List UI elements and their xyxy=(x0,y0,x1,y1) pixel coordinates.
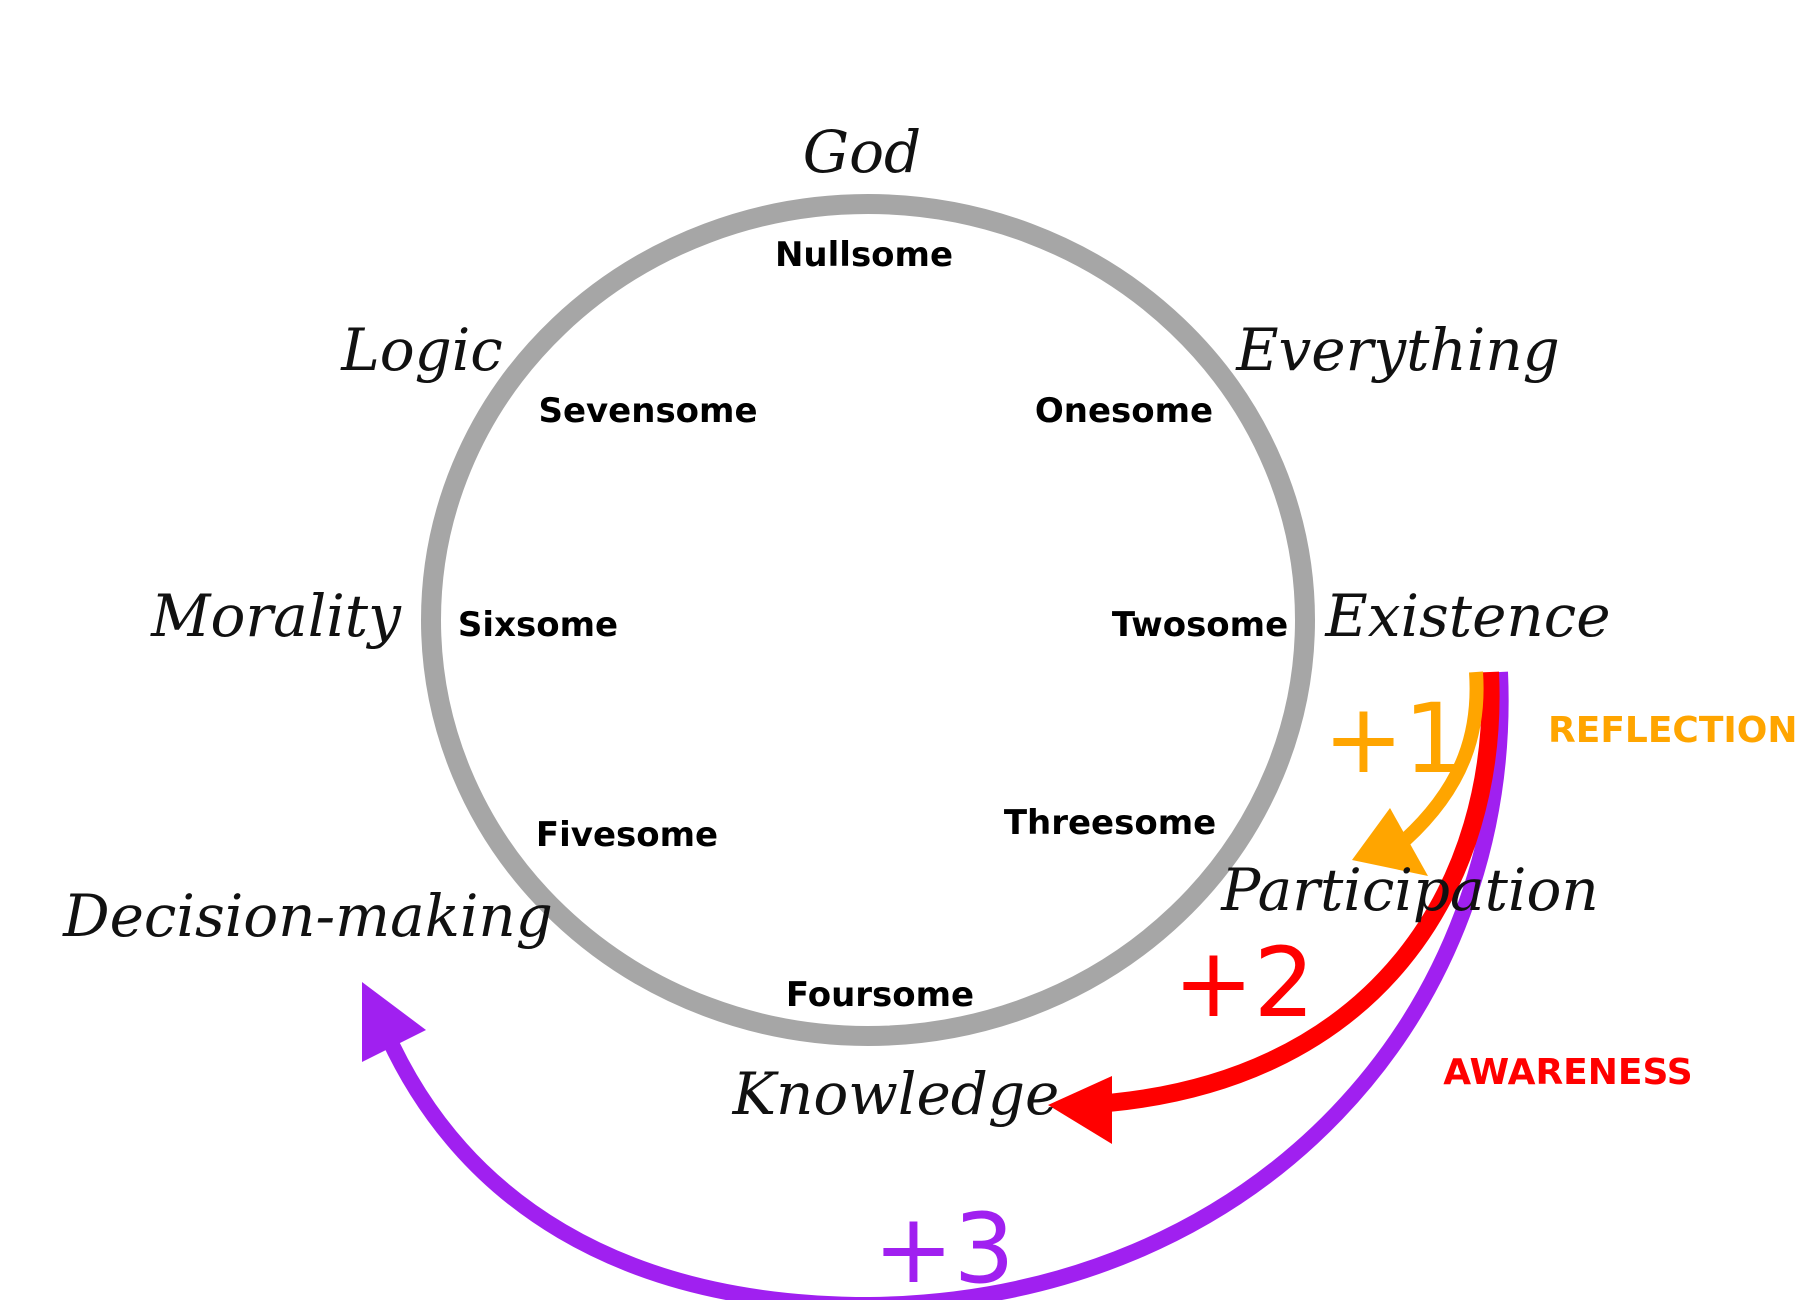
label-participation: Participation xyxy=(1220,856,1598,924)
plus3-arrow-shaft xyxy=(377,671,1509,1300)
label-onesome: Onesome xyxy=(1035,391,1213,431)
label-sixsome: Sixsome xyxy=(458,605,618,645)
label-threesome: Threesome xyxy=(1004,803,1216,843)
plus2-arrow-shaft xyxy=(1079,671,1500,1114)
reflection-label: REFLECTION xyxy=(1548,710,1798,751)
plus1-label: +1 xyxy=(1323,683,1465,795)
label-nullsome: Nullsome xyxy=(775,235,953,275)
label-everything: Everything xyxy=(1235,316,1560,384)
cycle-ring xyxy=(421,194,1315,1046)
label-foursome: Foursome xyxy=(786,975,974,1015)
plus1-arrow-head xyxy=(1352,808,1428,876)
plus1-arrow-shaft xyxy=(1400,671,1484,846)
label-fivesome: Fivesome xyxy=(536,815,718,855)
plus2-arrow-head xyxy=(1048,1076,1112,1144)
plus3-label: +3 xyxy=(873,1193,1015,1300)
label-god: God xyxy=(803,118,921,186)
label-logic: Logic xyxy=(340,316,503,384)
label-knowledge: Knowledge xyxy=(732,1060,1060,1128)
awareness-label: AWARENESS xyxy=(1443,1052,1692,1093)
plus3-arrow-head xyxy=(362,982,426,1062)
label-sevensome: Sevensome xyxy=(538,391,757,431)
label-decision-making: Decision-making xyxy=(62,882,553,950)
label-existence: Existence xyxy=(1324,582,1610,650)
label-twosome: Twosome xyxy=(1112,605,1288,645)
plus2-label: +2 xyxy=(1173,927,1315,1039)
label-morality: Morality xyxy=(150,582,402,650)
